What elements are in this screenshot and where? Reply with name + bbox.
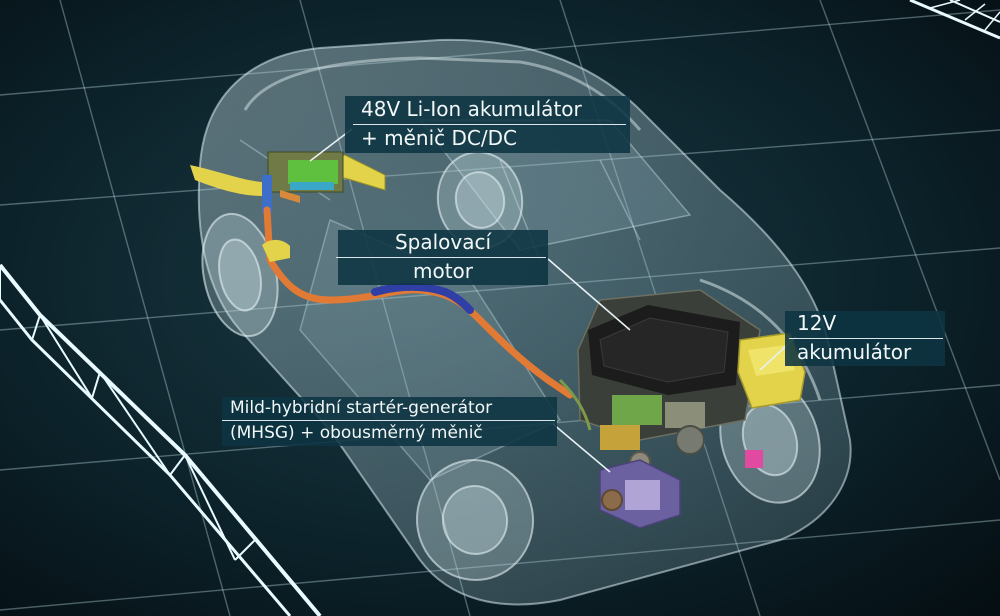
callout-engine-line2: motor [412,258,474,283]
callout-mhsg: Mild-hybridní startér-generátor (MHSG) +… [222,397,557,447]
callout-divider [353,123,626,125]
callout-12v-battery: 12V akumulátor [785,311,945,367]
battery-48v-pack [190,151,386,213]
top-right-rail [909,0,1000,40]
callout-divider [789,337,943,339]
mhsg-unit [599,459,681,529]
callout-engine-line1: Spalovací [394,230,492,254]
left-rail [0,263,322,616]
callout-48v-battery-line2: + měnič DC/DC [361,125,517,150]
callout-12v-battery-line1: 12V [797,311,837,335]
hv-cable [262,206,574,399]
callout-mhsg-line2: (MHSG) + obousměrný měnič [230,423,483,444]
callout-divider [336,256,546,258]
callout-12v-battery-line2: akumulátor [797,339,912,364]
callout-48v-battery: 48V Li-Ion akumulátor + měnič DC/DC [345,96,630,154]
callout-divider [222,420,555,422]
callout-48v-battery-line1: 48V Li-Ion akumulátor [361,97,582,121]
callout-mhsg-line1: Mild-hybridní startér-generátor [230,398,493,418]
callout-combustion-engine: Spalovací motor [336,230,548,286]
